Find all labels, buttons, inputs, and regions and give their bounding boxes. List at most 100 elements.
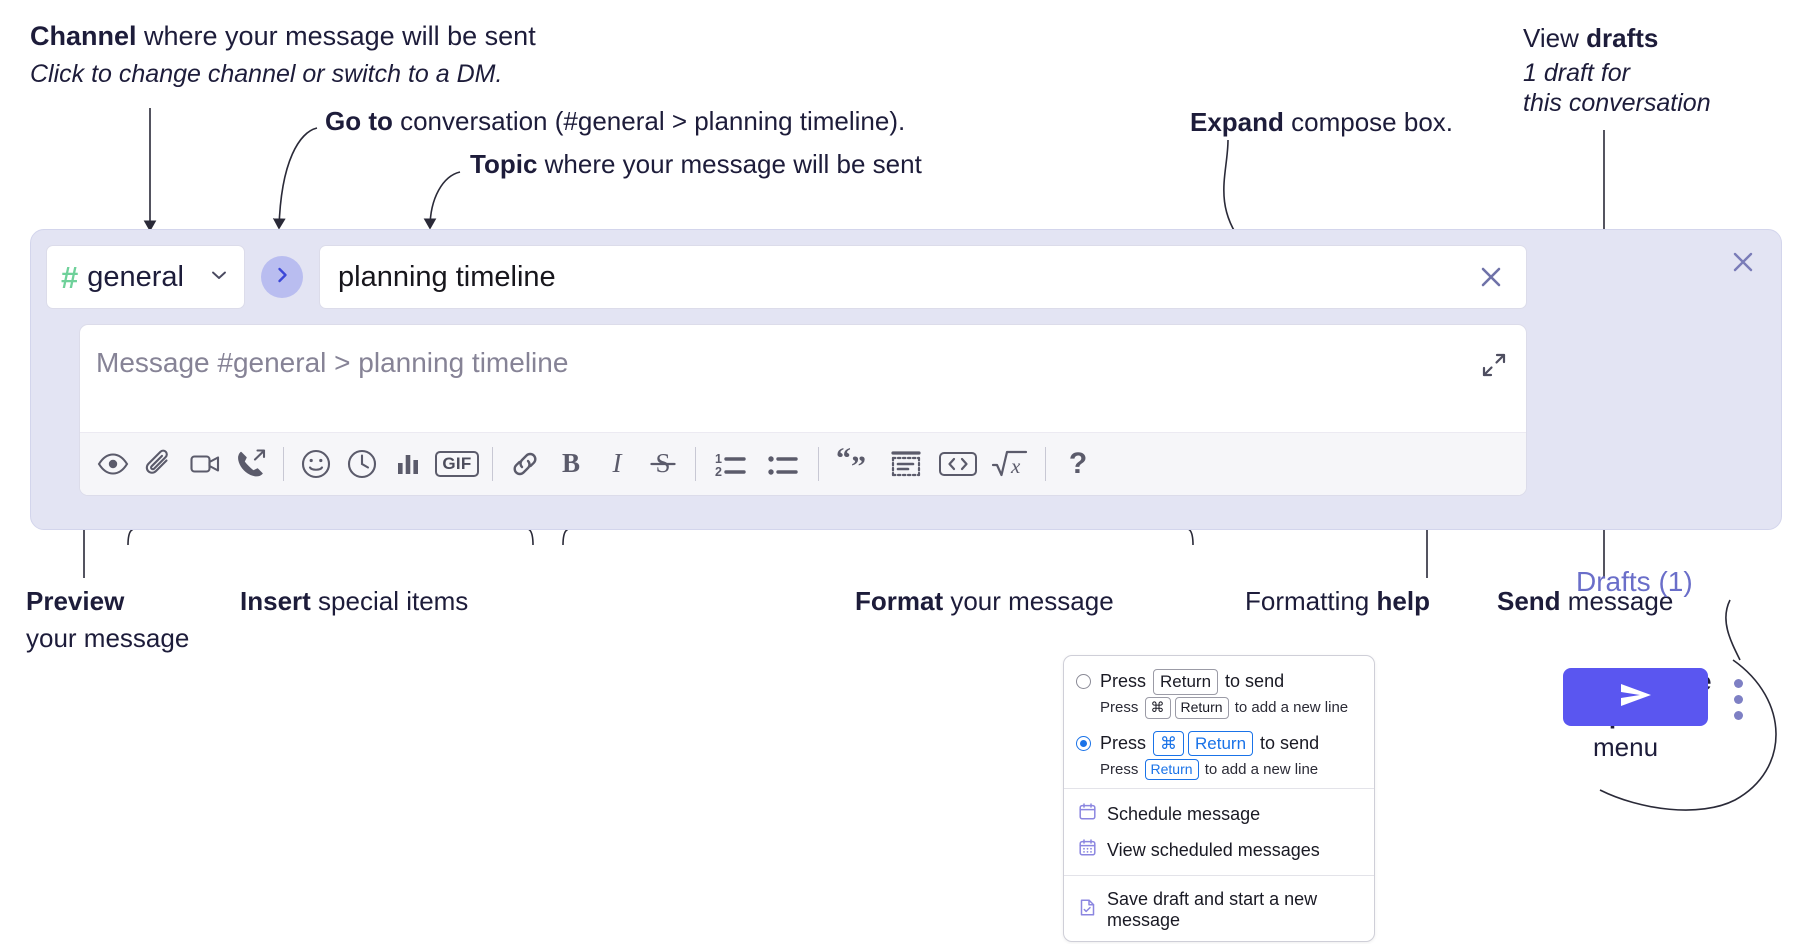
ordered-list-button[interactable]: 1 2 bbox=[705, 441, 757, 487]
annotation-goto-rest: conversation (#general > planning timeli… bbox=[392, 106, 906, 136]
menu-divider-1 bbox=[1064, 788, 1374, 789]
menu-item-save-draft-label: Save draft and start a new message bbox=[1107, 889, 1318, 930]
key-return-blue-small: Return bbox=[1144, 758, 1199, 781]
calendar-icon bbox=[1078, 802, 1097, 826]
key-return-blue: Return bbox=[1188, 730, 1254, 757]
document-check-icon bbox=[1078, 898, 1097, 922]
topic-input[interactable]: planning timeline bbox=[319, 245, 1527, 309]
svg-text:”: ” bbox=[851, 450, 866, 481]
kebab-dot-1 bbox=[1733, 678, 1743, 688]
annotation-channel-sub: Click to change channel or switch to a D… bbox=[30, 59, 503, 88]
compose-options-menu: Press Return to send Press ⌘Return to ad… bbox=[1063, 655, 1375, 942]
poll-button[interactable] bbox=[385, 441, 431, 487]
expand-icon[interactable] bbox=[1478, 349, 1510, 381]
math-button[interactable]: x bbox=[984, 441, 1036, 487]
annotation-send-rest: message bbox=[1560, 586, 1674, 616]
blockquote-button[interactable]: “ ” bbox=[828, 441, 880, 487]
option-cmd-return-sub: Press Return to add a new line bbox=[1100, 758, 1374, 782]
key-cmd: ⌘ bbox=[1144, 697, 1171, 719]
annotation-expand-bold: Expand bbox=[1190, 107, 1284, 137]
svg-text:“: “ bbox=[836, 447, 851, 475]
emoji-button[interactable] bbox=[293, 441, 339, 487]
annotation-formatting-help: Formatting help bbox=[1245, 585, 1430, 618]
annotation-topic-rest: where your message will be sent bbox=[537, 149, 922, 179]
menu-divider-2 bbox=[1064, 875, 1374, 876]
strikethrough-button[interactable]: S bbox=[640, 441, 686, 487]
menu-item-schedule-label: Schedule message bbox=[1107, 803, 1261, 824]
svg-text:I: I bbox=[612, 448, 624, 478]
menu-item-view-scheduled-label: View scheduled messages bbox=[1107, 839, 1320, 860]
annotation-topic-bold: Topic bbox=[470, 149, 538, 179]
key-return-small: Return bbox=[1174, 697, 1229, 719]
message-input-area[interactable]: Message #general > planning timeline bbox=[80, 325, 1526, 433]
kebab-dot-2 bbox=[1733, 694, 1743, 704]
annotation-channel: Channel where your message will be sent … bbox=[30, 20, 536, 90]
option-cmd-return-main: Press ⌘Return to send bbox=[1100, 730, 1319, 757]
annotation-drafts-bold: drafts bbox=[1586, 23, 1659, 53]
menu-item-view-scheduled[interactable]: View scheduled messages bbox=[1064, 832, 1374, 868]
message-box: Message #general > planning timeline bbox=[79, 324, 1527, 496]
go-to-conversation-button[interactable] bbox=[261, 256, 303, 298]
radio-unselected-icon[interactable] bbox=[1076, 674, 1091, 689]
italic-button[interactable]: I bbox=[594, 441, 640, 487]
audio-clip-button[interactable] bbox=[228, 441, 274, 487]
preview-button[interactable] bbox=[90, 441, 136, 487]
annotation-drafts-pre: View bbox=[1523, 23, 1587, 53]
panel-close-button[interactable] bbox=[1727, 246, 1759, 278]
annotation-goto: Go to conversation (#general > planning … bbox=[325, 105, 905, 138]
annotation-fhelp-pre: Formatting bbox=[1245, 586, 1377, 616]
code-block-button[interactable] bbox=[880, 441, 932, 487]
compose-options-button[interactable] bbox=[1725, 672, 1751, 726]
send-button[interactable] bbox=[1563, 668, 1708, 726]
channel-selector[interactable]: # general bbox=[46, 245, 245, 309]
annotation-compose-line3: menu bbox=[1593, 731, 1659, 762]
annotation-preview-line2: your message bbox=[26, 622, 190, 653]
annotation-insert-bold: Insert bbox=[240, 586, 311, 616]
annotation-format-rest: your message bbox=[943, 586, 1114, 616]
key-cmd-blue: ⌘ bbox=[1153, 730, 1185, 757]
annotation-expand-rest: compose box. bbox=[1283, 107, 1454, 137]
drafts-link[interactable]: Drafts (1) bbox=[1576, 566, 1693, 597]
attach-button[interactable] bbox=[136, 441, 182, 487]
message-placeholder: Message #general > planning timeline bbox=[96, 347, 569, 378]
calendar-grid-icon bbox=[1078, 838, 1097, 862]
radio-selected-icon[interactable] bbox=[1076, 735, 1091, 751]
gif-label: GIF bbox=[435, 451, 479, 477]
key-return: Return bbox=[1153, 669, 1219, 695]
annotation-topic: Topic where your message will be sent bbox=[470, 148, 922, 181]
menu-item-schedule-message[interactable]: Schedule message bbox=[1064, 796, 1374, 832]
annotation-goto-bold: Go to bbox=[325, 106, 393, 136]
topic-clear-icon[interactable] bbox=[1474, 260, 1508, 294]
link-button[interactable] bbox=[502, 441, 548, 487]
inline-code-button[interactable] bbox=[932, 441, 984, 487]
bold-button[interactable]: B bbox=[548, 441, 594, 487]
schedule-button[interactable] bbox=[339, 441, 385, 487]
option-cmd-post: to send bbox=[1255, 732, 1320, 753]
svg-text:1: 1 bbox=[715, 452, 722, 466]
annotation-insert-rest: special items bbox=[310, 586, 469, 616]
option-return-post: to send bbox=[1220, 671, 1285, 691]
menu-item-save-draft[interactable]: Save draft and start a new message bbox=[1064, 883, 1374, 937]
formatting-help-button[interactable]: ? bbox=[1055, 441, 1101, 487]
annotation-drafts: View drafts 1 draft for this conversatio… bbox=[1523, 22, 1711, 119]
annotation-format: Format your message bbox=[855, 585, 1114, 618]
chevron-down-icon bbox=[208, 264, 230, 291]
topic-value: planning timeline bbox=[338, 260, 556, 293]
annotation-channel-rest: where your message will be sent bbox=[136, 21, 536, 51]
annotation-preview-bold: Preview bbox=[26, 586, 125, 616]
option-return-to-send[interactable]: Press Return to send bbox=[1064, 664, 1374, 697]
annotation-insert: Insert special items bbox=[240, 585, 468, 618]
separator-1 bbox=[283, 447, 284, 481]
separator-5 bbox=[1045, 447, 1046, 481]
annotation-expand: Expand compose box. bbox=[1190, 106, 1453, 139]
gif-button[interactable]: GIF bbox=[431, 441, 483, 487]
question-mark-icon: ? bbox=[1068, 447, 1088, 480]
svg-text:x: x bbox=[1010, 454, 1021, 478]
option-cmd-return-to-send[interactable]: Press ⌘Return to send bbox=[1064, 726, 1374, 759]
hash-icon: # bbox=[61, 259, 79, 295]
video-clip-button[interactable] bbox=[182, 441, 228, 487]
annotation-channel-bold: Channel bbox=[30, 21, 137, 51]
option-return-sub: Press ⌘Return to add a new line bbox=[1100, 697, 1374, 720]
bulleted-list-button[interactable] bbox=[757, 441, 809, 487]
